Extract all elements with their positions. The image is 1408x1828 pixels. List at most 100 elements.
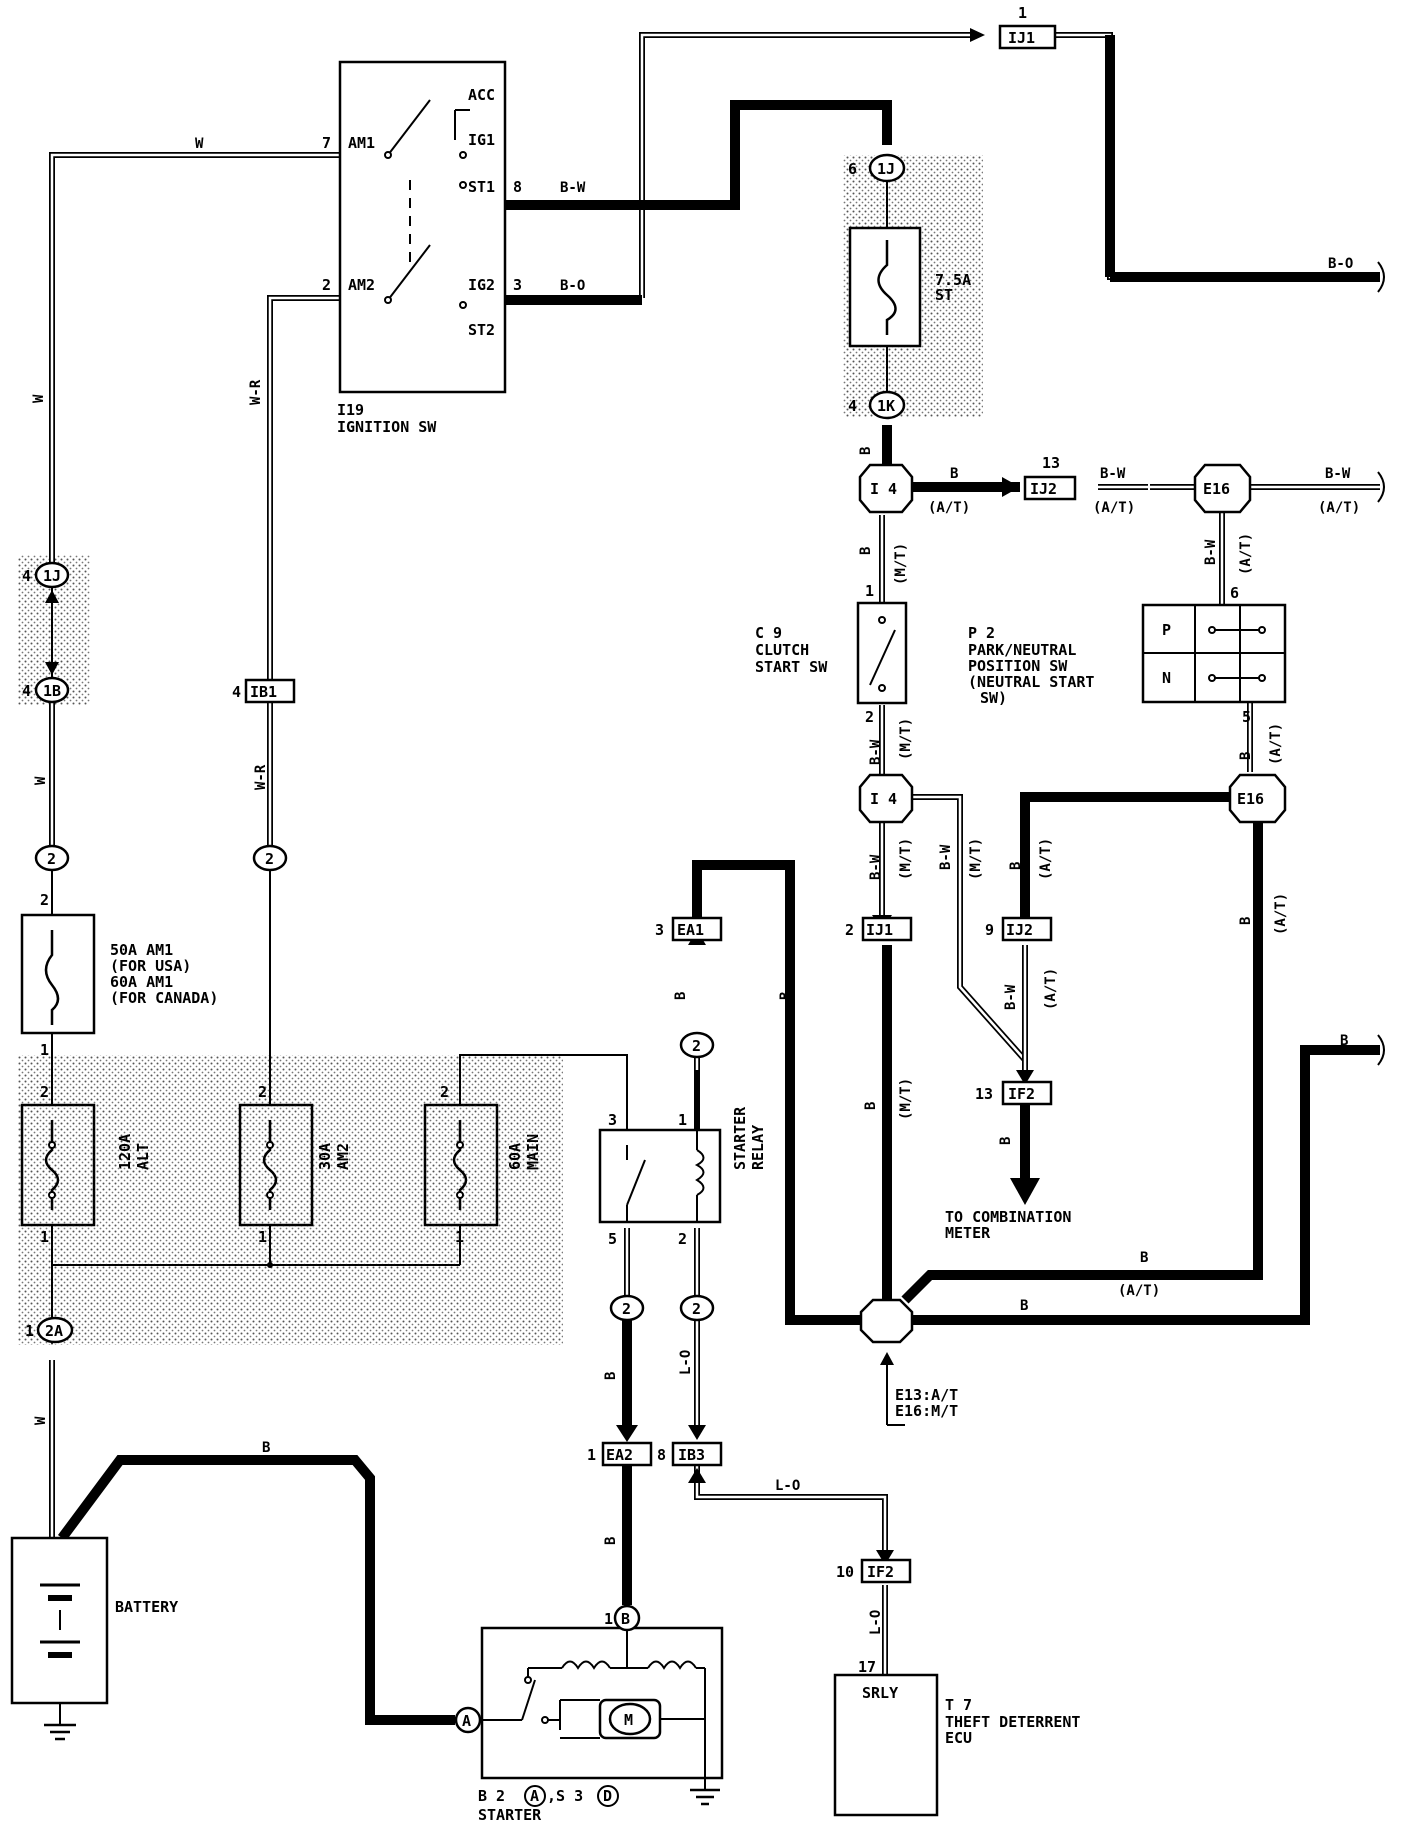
ecu-line1: THEFT DETERRENT [945, 1713, 1080, 1731]
starter-id-sep: ,S 3 [547, 1787, 583, 1805]
alt-pin2: 2 [40, 1083, 49, 1101]
junction-i4-mid: I 4 [858, 773, 914, 824]
round-2-am2: 2 [265, 850, 274, 868]
left-junction-connectors: 1J 4 1B 4 [22, 561, 70, 704]
connector-if2-low: IF2 10 [836, 1558, 912, 1584]
st-top-pin: 6 [848, 160, 857, 178]
alt-name: ALT [134, 1143, 152, 1170]
starter-term-a: A [462, 1712, 471, 1730]
ignition-sw-id: I19 [337, 401, 364, 419]
am1-pin1: 1 [40, 1041, 49, 1059]
i4-top-label: I 4 [870, 480, 897, 498]
ecu-line2: ECU [945, 1729, 972, 1747]
junction-e16-mid: E16 [1228, 773, 1287, 824]
junction-e16-top: E16 [1193, 463, 1252, 514]
ignition-sw-name: IGNITION SW [337, 418, 437, 436]
wire-label-at-6: (A/T) [1043, 968, 1059, 1010]
pn-sw-line4: SW) [980, 689, 1007, 707]
wire-label-b-right: B [1340, 1033, 1348, 1049]
if2-mid-label: IF2 [1008, 1085, 1035, 1103]
ground-line2: E16:M/T [895, 1402, 958, 1420]
e16-mid-label: E16 [1237, 790, 1264, 808]
pn-p-label: P [1162, 621, 1171, 639]
if2-mid-pin: 13 [975, 1085, 993, 1103]
if2-low-pin: 10 [836, 1563, 854, 1581]
round-1j-left: 1J [43, 567, 61, 585]
ecu-id: T 7 [945, 1696, 972, 1714]
wire-label-lo-1: L-O [678, 1350, 694, 1375]
i4-mid-label: I 4 [870, 790, 897, 808]
ib3-pin: 8 [657, 1446, 666, 1464]
starter-name: STARTER [478, 1806, 542, 1824]
wire-label-wr: W-R [248, 379, 264, 405]
relay-pin2: 2 [678, 1230, 687, 1248]
clutch-sw-id: C 9 [755, 624, 782, 642]
ign-am2-label: AM2 [348, 276, 375, 294]
round-connector-relay-top [679, 1031, 715, 1059]
wire-label-b-ea1: B [778, 992, 794, 1000]
ib1-pin: 4 [232, 683, 241, 701]
wire-label-b-at-bottom: B [1140, 1250, 1148, 1266]
wire-label-mt-4: (M/T) [968, 838, 984, 880]
am1-note1: (FOR USA) [110, 957, 191, 975]
ecu-pin17: 17 [858, 1658, 876, 1676]
am1-rating2: 60A AM1 [110, 973, 173, 991]
wire-label-b-at: B [950, 466, 958, 482]
wire-label-b-battery: B [262, 1440, 270, 1456]
am1-rating: 50A AM1 [110, 941, 173, 959]
ground-line1: E13:A/T [895, 1386, 958, 1404]
round-connector-relay-5 [609, 1294, 645, 1322]
wire-label-lo-2: L-O [775, 1478, 800, 1494]
ignition-switch: ACC IG1 ST1 AM1 AM2 IG2 ST2 7 2 8 3 I19 … [322, 60, 522, 436]
ground-junction: E13:A/T E16:M/T [859, 1298, 958, 1426]
wire-label-lo-3: L-O [868, 1610, 884, 1635]
connector-if2-mid: IF2 13 [975, 1080, 1053, 1106]
pn-pin5: 5 [1242, 708, 1251, 726]
pin-3-label: 3 [513, 276, 522, 294]
ij1-mid-label: IJ1 [866, 921, 893, 939]
round-2-relay-2: 2 [692, 1300, 701, 1318]
ea1-label: EA1 [677, 921, 704, 939]
ij2-mid-pin: 9 [985, 921, 994, 939]
ij1-top-pin: 1 [1018, 4, 1027, 22]
main-rating: 60A [506, 1143, 524, 1170]
wire-label-b-mt-down: B [863, 1102, 879, 1110]
starter-relay: 3 1 5 2 STARTER RELAY [598, 1055, 767, 1248]
round-connector-relay-2 [679, 1294, 715, 1322]
st-bottom-pin: 4 [848, 397, 857, 415]
connector-ib1: IB1 4 [232, 678, 296, 704]
thin-wires [49, 32, 1380, 1675]
pn-n-label: N [1162, 669, 1171, 687]
wire-label-b-e16: B [1238, 917, 1254, 925]
ib3-label: IB3 [678, 1446, 705, 1464]
e16-top-label: E16 [1203, 480, 1230, 498]
st-top-connector-label: 1J [877, 160, 895, 178]
starter-id-d: D [603, 1787, 612, 1805]
ign-acc-label: ACC [468, 86, 495, 104]
wire-label-at-pn: (A/T) [1268, 723, 1284, 765]
am2-pin2: 2 [258, 1083, 267, 1101]
relay-pin5: 5 [608, 1230, 617, 1248]
ij2-top-pin: 13 [1042, 454, 1060, 472]
am1-note2: (FOR CANADA) [110, 989, 218, 1007]
round-connector-2a [36, 1316, 74, 1344]
pn-sw-line2: POSITION SW [968, 657, 1068, 675]
starter-motor-label: M [624, 1711, 633, 1729]
st-fuse-name: ST [935, 286, 953, 304]
am1-fuse: 2 1 50A AM1 (FOR USA) 60A AM1 (FOR CANAD… [20, 870, 218, 1105]
wire-label-bw-c9: B-W [868, 739, 884, 765]
wire-label-w-mid: W [33, 776, 49, 785]
wire-label-at-3: (A/T) [1318, 500, 1360, 516]
pn-pin6: 6 [1230, 584, 1239, 602]
am2-name: AM2 [334, 1143, 352, 1170]
st-fuse-rating: 7.5A [935, 271, 971, 289]
ign-am1-label: AM1 [348, 134, 375, 152]
ign-st2-label: ST2 [468, 321, 495, 339]
wire-label-bw-e16: B-W [1203, 539, 1219, 565]
wire-label-bw-3: B-W [1325, 466, 1351, 482]
thick-wires [57, 35, 1380, 1725]
starter-id-a: A [530, 1787, 539, 1805]
round-2-relay-top: 2 [692, 1037, 701, 1055]
relay-line1: STARTER [731, 1106, 749, 1170]
wire-label-at-4: (A/T) [1038, 838, 1054, 880]
